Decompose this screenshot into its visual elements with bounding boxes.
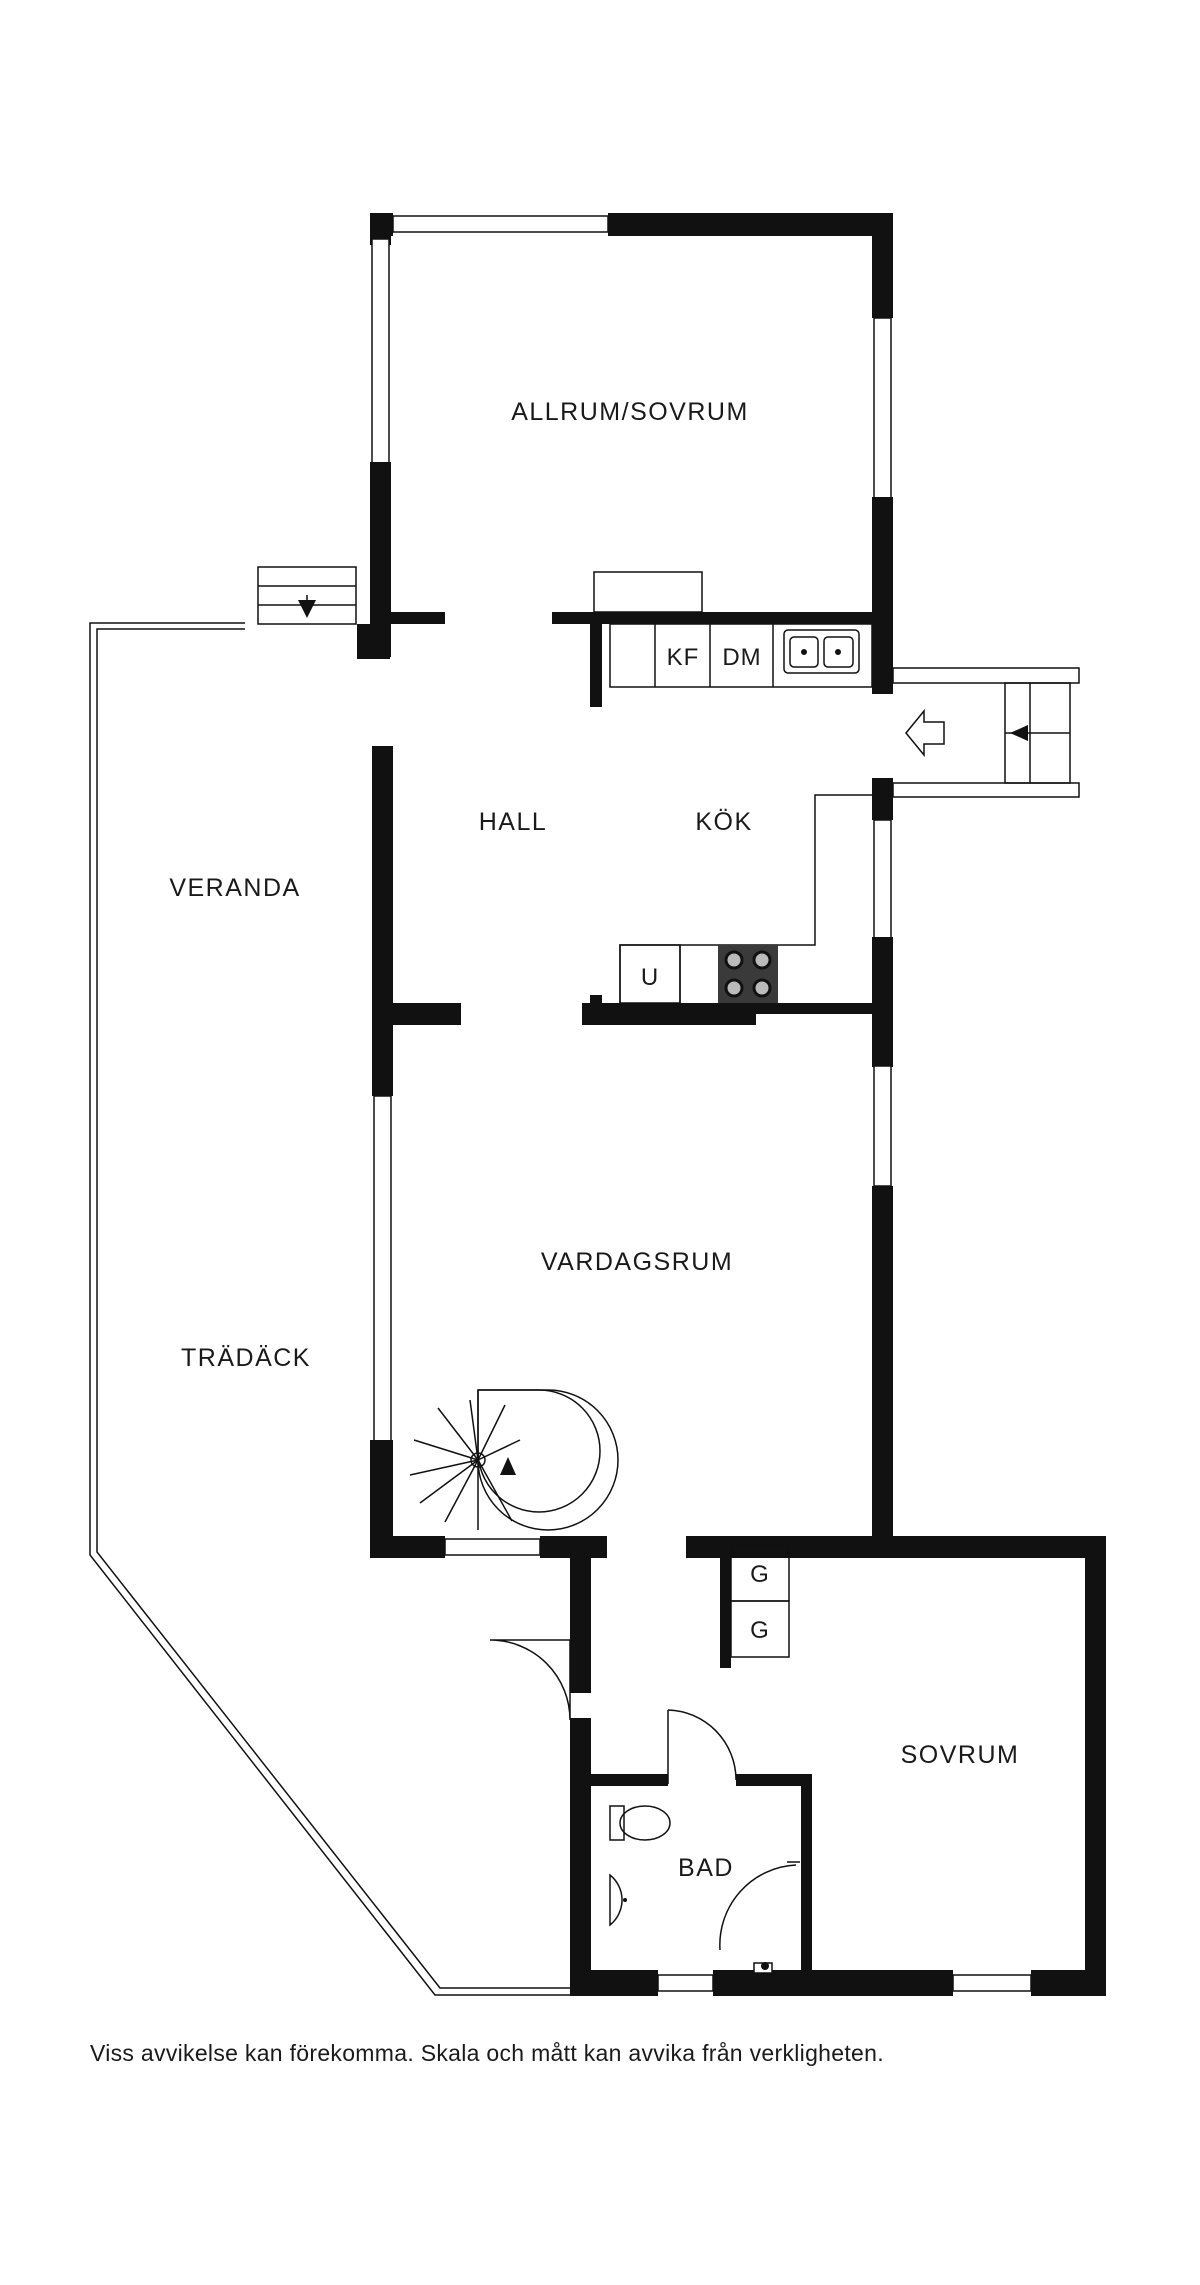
step-arrow-icon (298, 600, 316, 618)
doors (489, 1639, 800, 1951)
veranda-steps (257, 566, 357, 625)
disclaimer-text: Viss avvikelse kan förekomma. Skala och … (90, 2040, 884, 2066)
fixture-label-g-upper: G (750, 1561, 770, 1588)
kitchen-fixtures (593, 571, 873, 1004)
fixture-label-u: U (641, 964, 659, 991)
room-label-hall: HALL (479, 808, 548, 836)
washbasin-icon (609, 1873, 627, 1927)
spiral-stair-icon (409, 1389, 619, 1531)
room-label-veranda: VERANDA (169, 874, 300, 902)
fixture-label-dm: DM (722, 644, 761, 671)
room-label-tradack: TRÄDÄCK (181, 1344, 311, 1372)
toilet-icon (609, 1805, 671, 1841)
room-label-allrum: ALLRUM/SOVRUM (511, 398, 749, 426)
fixture-label-kf: KF (667, 644, 700, 671)
room-label-bad: BAD (678, 1854, 734, 1882)
room-label-kok: KÖK (695, 808, 752, 836)
room-label-sovrum: SOVRUM (901, 1741, 1020, 1769)
entry-arrow-icon (905, 708, 945, 758)
step-arrow-icon (1010, 725, 1028, 741)
wardrobes (730, 1544, 790, 1658)
room-label-vardagsrum: VARDAGSRUM (541, 1248, 733, 1276)
fixture-label-g-lower: G (750, 1617, 770, 1644)
walls (357, 213, 1106, 1996)
sink-icon (783, 629, 860, 674)
veranda-deck-outline (89, 622, 572, 1996)
shower-icon (753, 1962, 773, 1974)
bathroom-fixtures (609, 1805, 773, 1974)
stove-icon (718, 945, 778, 1003)
entry-steps (892, 667, 1080, 798)
